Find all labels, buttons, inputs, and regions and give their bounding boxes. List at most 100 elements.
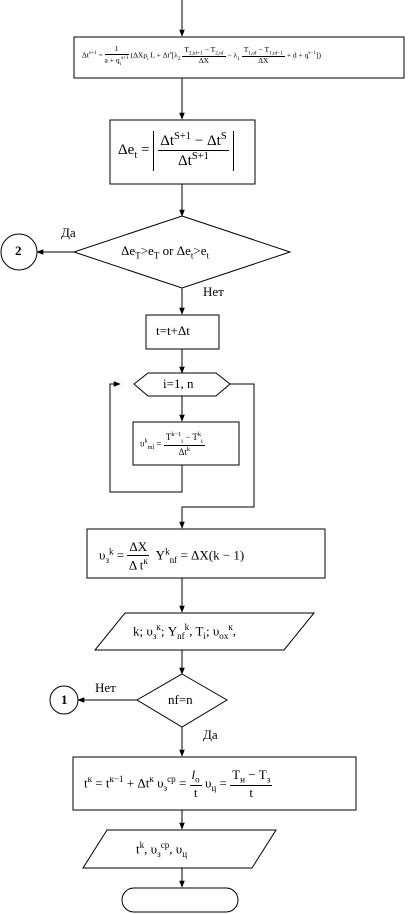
b5-eq: = xyxy=(116,547,125,563)
d1-a: Δe xyxy=(121,243,136,258)
io1-b: ; Y xyxy=(160,623,178,639)
b1-pre-den-text: a + q xyxy=(104,55,120,65)
b2-num-minus: − Δt xyxy=(191,133,221,149)
loop-exit-line xyxy=(179,383,255,529)
d1-b-rest: >e xyxy=(193,243,207,258)
b1-minus-lambda-sub: 1 xyxy=(237,56,240,63)
b6-f2-num: Tн − Tз xyxy=(230,767,273,787)
b2-num-b-sup: S xyxy=(220,131,227,142)
formula-de: Δet = ΔtS+1 − ΔtS ΔtS+1 xyxy=(118,131,234,171)
b1-body-a: (ΔXρ xyxy=(130,50,148,60)
b4-lhs-sub: ml xyxy=(147,444,155,452)
b6-mid: υ xyxy=(204,775,212,791)
b6-a-sup: к xyxy=(87,774,93,785)
b4-num: Tk−1i − Tki xyxy=(163,431,205,447)
b6-f1-num-sub: o xyxy=(195,774,200,785)
no-label-2: Нет xyxy=(95,680,116,695)
b4-num-a-sub: i xyxy=(181,437,183,445)
io1-b-sub: nf xyxy=(177,630,185,641)
process-block-velocity xyxy=(132,421,240,466)
connector-1-label: 1 xyxy=(61,692,68,707)
b1-f2-num-sub1: 1,nf xyxy=(248,50,257,57)
b2-abs: ΔtS+1 − ΔtS ΔtS+1 xyxy=(153,131,234,171)
connector-2 xyxy=(0,233,38,271)
b5-y-sup: k xyxy=(165,546,170,557)
time-step-text: t=t+Δt xyxy=(156,323,190,338)
decision-block-nf xyxy=(136,673,228,728)
d1-a-rest-sub: T xyxy=(153,250,160,261)
b1-prefactor: 1 a + qis+1 xyxy=(104,44,129,67)
loop-text: i=1, n xyxy=(163,376,194,391)
b1-f1-num: T2,nf+1 − T2,nf xyxy=(182,44,226,58)
b5-fraction: ΔX Δ tк xyxy=(127,539,150,573)
b4-num-a: T xyxy=(165,432,172,442)
b1-pre-den: a + qis+1 xyxy=(105,55,129,67)
b1-f1-num-a: T xyxy=(184,44,189,54)
b4-num-a-sup: k−1 xyxy=(171,431,182,438)
io2-a-sup: k xyxy=(139,840,145,850)
b2-num-a-sup: S+1 xyxy=(174,131,192,142)
b2-num-a: Δt xyxy=(160,133,175,149)
process-block-time-step xyxy=(145,314,220,350)
yes-label-2: Да xyxy=(203,727,218,742)
connector-1 xyxy=(49,685,79,715)
b1-f1-num-sub2: 2,nf xyxy=(215,50,224,57)
b4-num-b-sup: k xyxy=(197,431,202,438)
b4-lhs: υ xyxy=(140,438,145,449)
loop-return-line xyxy=(109,381,183,493)
process-block-vz xyxy=(86,528,326,579)
b1-lhs: Δt xyxy=(82,50,89,60)
b1-pre-num: 1 xyxy=(104,44,129,55)
b5-den: Δ tк xyxy=(127,556,149,573)
b2-lhs: Δe xyxy=(118,142,135,159)
process-block-dt xyxy=(73,36,405,79)
d1-a-sub: T xyxy=(135,250,141,261)
io1-c: , T xyxy=(189,623,204,639)
b6-f1-num: lo xyxy=(189,767,202,787)
b6-a: t xyxy=(84,775,88,791)
b6-d-sup: ср xyxy=(167,774,176,785)
io1-c-sub: i xyxy=(203,630,206,641)
output-1-text: k; υзк; Ynfk, Ti; υoxк, xyxy=(133,622,236,641)
b4-fraction: Tk−1i − Tki Δtk xyxy=(163,431,205,457)
b6-f1-num-a: l xyxy=(191,767,196,782)
b6-plus: + Δt xyxy=(123,775,150,791)
b1-body-b: L + Δt xyxy=(150,50,170,60)
b2-den-text: Δt xyxy=(178,153,192,170)
d1-a-rest: >e xyxy=(140,243,154,258)
connector-2-label: 2 xyxy=(15,243,22,258)
b6-fraction-2: Tн − Tз t xyxy=(230,767,273,801)
b1-tail: + d + q xyxy=(286,50,309,60)
b2-num: ΔtS+1 − ΔtS xyxy=(158,131,229,152)
b5-rhs: = ΔX(k − 1) xyxy=(180,547,245,563)
d1-b-rest-sub: t xyxy=(206,250,210,261)
no-label-1: Нет xyxy=(203,284,224,299)
b6-f2-minus: − T xyxy=(244,767,267,782)
io1-d-sub: ox xyxy=(219,630,229,641)
b1-body-c: [λ xyxy=(171,50,178,60)
b6-eq3: = xyxy=(216,775,231,791)
b1-minus-lambda: − λ xyxy=(227,50,238,60)
decision-1-condition: ΔeT>eT or Δet>et xyxy=(121,243,209,261)
b6-mid-sub: ц xyxy=(211,783,217,794)
b4-den-sup: k xyxy=(186,446,191,454)
b1-f2-num-a: T xyxy=(243,44,249,54)
b1-f1-num-sub1: 2,nf+1 xyxy=(188,50,203,57)
formula-final: tк = tк−1 + Δtк υзср = lo t υц = Tн − Tз… xyxy=(84,767,273,801)
b4-eq: = xyxy=(156,438,162,449)
loop-block-i xyxy=(133,372,231,397)
b1-body-b-sup: s xyxy=(169,50,172,57)
b1-f2-den: ΔX xyxy=(258,56,269,66)
io2-b-sub: з xyxy=(157,848,161,859)
io1-a-sub: з xyxy=(152,630,157,641)
io2-b-sup: ср xyxy=(160,840,170,850)
b1-eq: = xyxy=(98,50,103,60)
process-block-de xyxy=(109,119,256,185)
b4-den: Δtk xyxy=(164,446,205,457)
b1-pre-den-sub: i xyxy=(119,60,122,67)
io2-c: , υ xyxy=(169,841,183,857)
b5-y-sub: nf xyxy=(169,555,178,566)
b1-f2-num: T1,nf − T1,nf−1 xyxy=(241,44,285,58)
b1-f1-minus: − T xyxy=(202,44,216,54)
